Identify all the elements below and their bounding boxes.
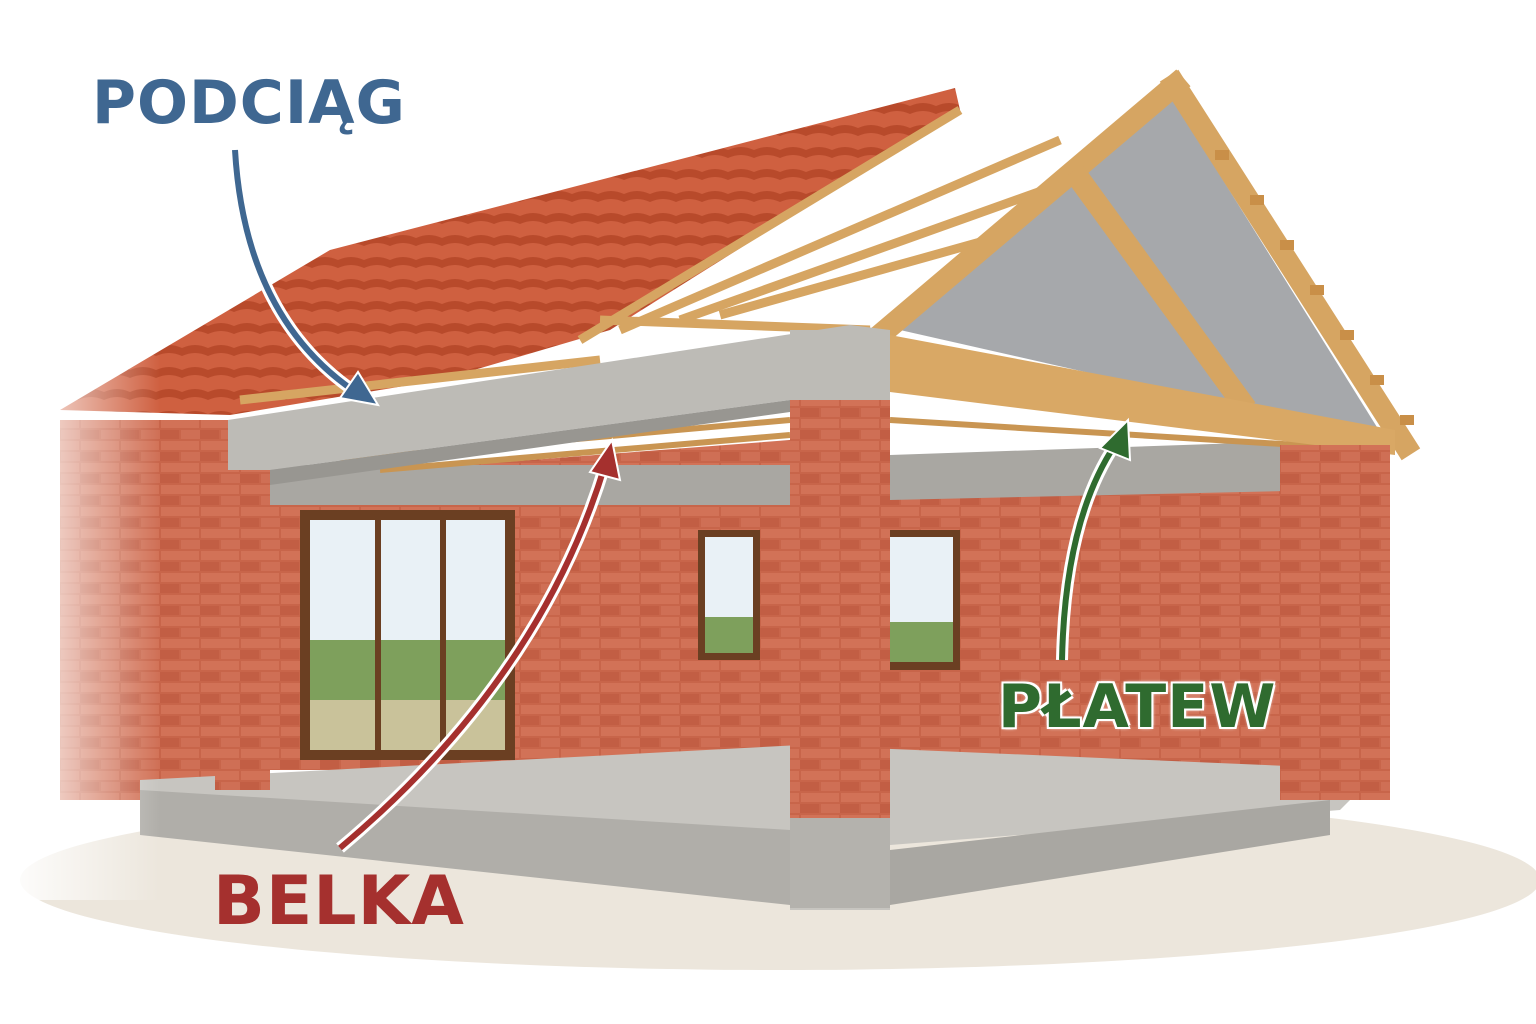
roof-rafters: [239, 106, 1132, 405]
platew-arrow: [1056, 417, 1132, 661]
podciag-bottom: [270, 400, 790, 485]
large-window: [300, 510, 515, 760]
right-lintel: [890, 440, 1330, 500]
floor-slab: [140, 745, 1380, 910]
platew-beam: [890, 335, 1395, 455]
label-podciag: PODCIĄG: [92, 68, 406, 138]
roof-tiles: [60, 88, 960, 415]
left-fade: [0, 300, 160, 900]
slab-edge-right: [890, 800, 1330, 905]
label-belka: BELKA: [213, 862, 465, 941]
right-wall: [890, 455, 1290, 800]
corner-column: [1280, 445, 1390, 800]
left-column: [215, 470, 270, 790]
belka-arrow: [336, 437, 622, 853]
podciag-beam: [228, 325, 890, 470]
label-platew: PŁATEW: [998, 672, 1277, 742]
front-column-cap: [790, 330, 890, 400]
slab-edge: [140, 790, 790, 905]
front-column-base: [790, 818, 890, 908]
front-column: [790, 398, 890, 818]
truss: [864, 69, 1421, 461]
podciag-arrow: [229, 149, 381, 407]
truss-purlin-ends: [1215, 150, 1414, 425]
small-window: [698, 530, 760, 660]
right-window: [890, 530, 960, 670]
